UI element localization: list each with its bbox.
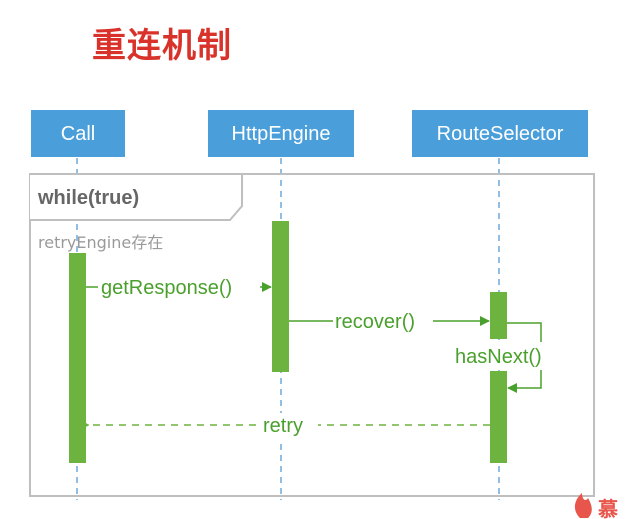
message-retry-label: retry (263, 415, 303, 437)
loop-frame: while(true) retryEngine存在 (29, 173, 595, 497)
message-has-next-label: hasNext() (455, 346, 542, 368)
routeselector-activation-1 (490, 292, 507, 339)
loop-condition: retryEngine存在 (38, 233, 163, 252)
httpengine-activation (272, 221, 289, 372)
message-get-response-label: getResponse() (101, 277, 232, 299)
actor-httpengine-label: HttpEngine (232, 123, 331, 145)
actor-routeselector-label: RouteSelector (437, 123, 564, 145)
actor-call: Call (31, 110, 125, 157)
page-title: 重连机制 (92, 26, 232, 66)
actor-call-label: Call (61, 123, 95, 145)
message-has-next: hasNext() (452, 322, 560, 393)
message-recover: recover() (289, 307, 490, 335)
message-recover-label: recover() (335, 311, 415, 333)
message-get-response: getResponse() (86, 273, 272, 301)
flame-icon (574, 493, 592, 518)
actor-httpengine: HttpEngine (208, 110, 354, 157)
loop-frame-label: while(true) (37, 187, 139, 209)
actor-routeselector: RouteSelector (412, 110, 588, 157)
watermark-logo: 慕 (574, 493, 618, 519)
call-activation (69, 253, 86, 463)
message-retry: retry (88, 413, 490, 439)
watermark-text: 慕 (598, 497, 618, 519)
routeselector-activation-2 (490, 371, 507, 463)
